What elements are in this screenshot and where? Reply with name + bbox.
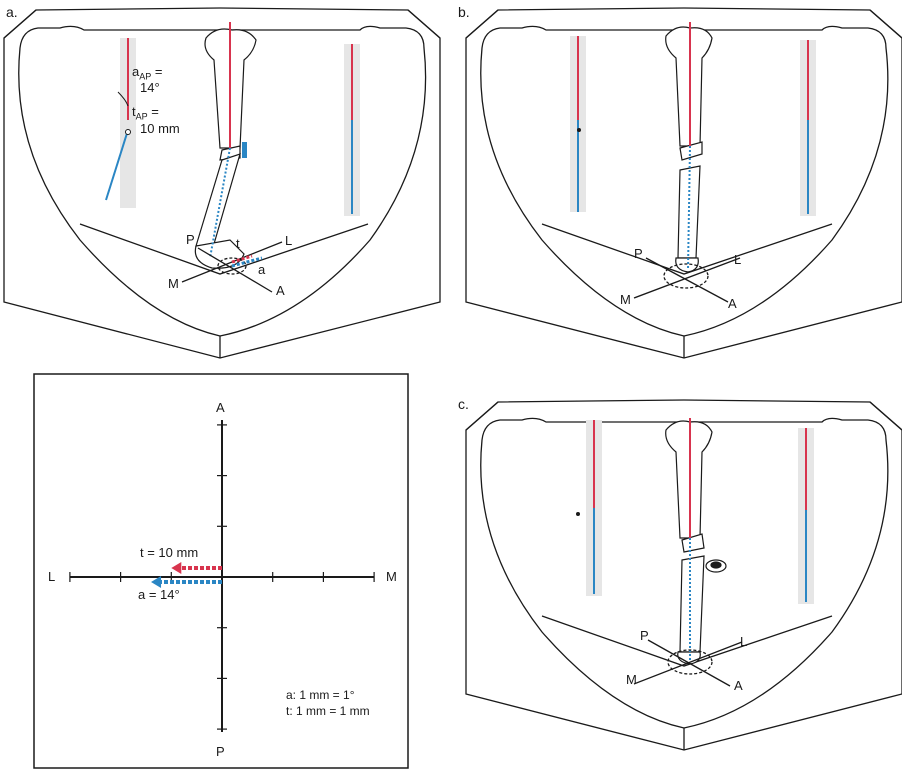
panel-b-axis-l: L [734, 252, 742, 267]
plot-legend-t: t: 1 mm = 1 mm [286, 704, 370, 718]
t-vector-arrowhead [171, 562, 182, 574]
tibia-bone-icon [665, 22, 713, 273]
panel-c-axis-m: M [626, 672, 637, 687]
tibia-bone-icon [194, 22, 257, 269]
panel-c-axis-p: P [640, 628, 649, 643]
panel-c-shadow-bones [576, 420, 814, 604]
panel-c-label: c. [458, 396, 469, 412]
panel-b-axis-a: A [728, 296, 737, 311]
panel-a-label: a. [6, 4, 18, 20]
plot-a-value-label: a = 14° [138, 587, 180, 602]
panel-a-floor-axes [181, 241, 283, 293]
panel-b-floor-axes [633, 257, 741, 303]
plot-legend-a: a: 1 mm = 1° [286, 688, 355, 702]
panel-c-axis-l: L [740, 634, 748, 649]
plot-ticks [69, 424, 375, 730]
angle-ap-value: 14° [140, 80, 160, 95]
a-vector-arrowhead [151, 576, 162, 588]
panel-a-axis-p: P [186, 232, 195, 247]
plot-axis-bottom-label: P [216, 744, 225, 759]
external-fixator-ring-icon [705, 559, 727, 573]
plot-vectors [151, 562, 222, 588]
trans-ap-label: tAP = [132, 104, 159, 122]
panel-c-axis-a: A [734, 678, 743, 693]
panel-a-arrow-t: t [236, 236, 240, 251]
panel-b-shadow-bones [570, 36, 816, 216]
angle-ap-label: aAP = [132, 64, 163, 82]
plot-t-value-label: t = 10 mm [140, 545, 199, 560]
panel-a-axis-a: A [276, 283, 285, 298]
plot-axis-left-label: L [48, 569, 56, 584]
plot-axis-right-label: M [386, 569, 397, 584]
panel-a-arrow-a: a [258, 262, 266, 277]
panel-a-shadow-bones [105, 38, 360, 216]
panel-a-axis-m: M [168, 276, 179, 291]
plot-axis-top-label: A [216, 400, 225, 415]
panel-a-axis-l: L [285, 233, 293, 248]
trans-ap-value: 10 mm [140, 121, 180, 136]
panel-b-label: b. [458, 4, 470, 20]
panel-c-floor-axes [633, 639, 743, 687]
panel-b-axis-m: M [620, 292, 631, 307]
panel-b-axis-p: P [634, 246, 643, 261]
